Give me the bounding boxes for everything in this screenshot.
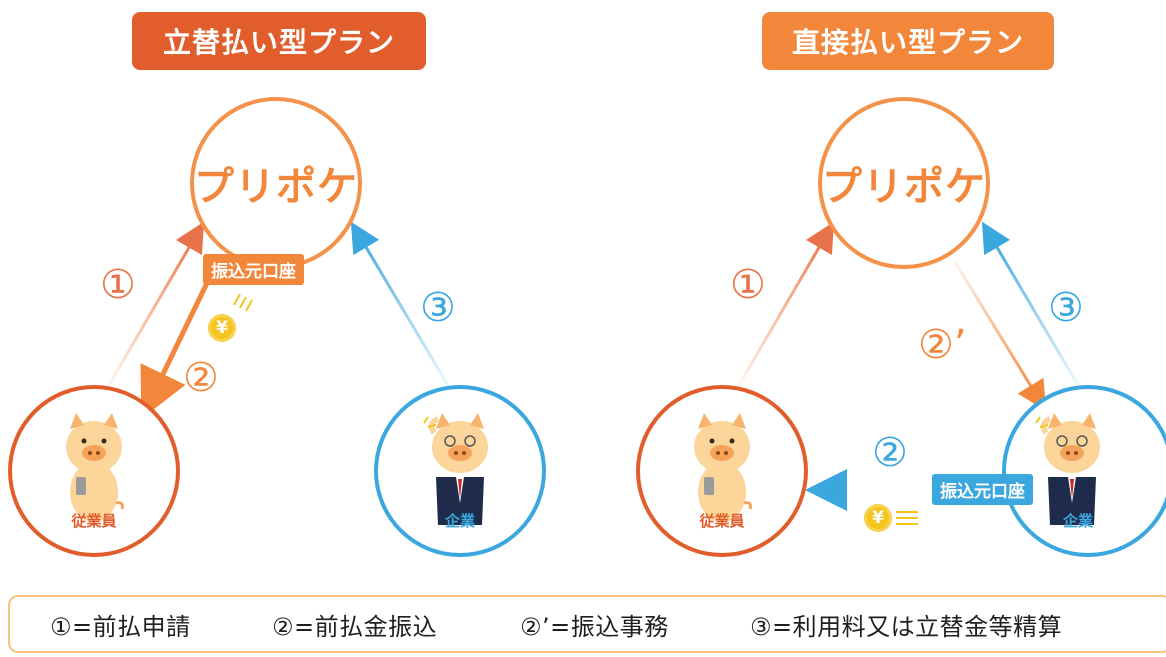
arrow-step3-right: [981, 221, 1084, 393]
company-label: 企業: [444, 512, 475, 530]
step-number-2-right: ②: [872, 430, 908, 476]
pripoke-node-right: プリポケ: [818, 97, 990, 269]
transfer-account-tag-left: 振込元口座: [203, 254, 304, 285]
company-pig-icon: [423, 413, 488, 525]
pripoke-node-left: プリポケ: [190, 97, 362, 269]
plan-title-direct-payment: 直接払い型プラン: [762, 12, 1054, 70]
company-pig-icon: [1034, 413, 1100, 525]
step-number-2-left: ②: [183, 355, 219, 401]
legend-item-3: ③=利用料又は立替金等精算: [750, 612, 1063, 641]
legend-item-2prime: ②’=振込事務: [520, 612, 669, 641]
company-label: 企業: [1062, 512, 1093, 530]
pripoke-logo-text: プリポケ: [822, 164, 986, 210]
employee-pig-icon: [694, 413, 752, 522]
arrow-step1-right: [733, 221, 835, 393]
step-number-3-right: ③: [1048, 285, 1084, 331]
legend-box: ①=前払申請 ②=前払金振込 ②’=振込事務 ③=利用料又は立替金等精算: [8, 595, 1166, 653]
arrow-step3-left: [350, 221, 454, 393]
company-node-left: 企業: [374, 385, 546, 557]
arrow-step2prime-right: [953, 261, 1047, 412]
employee-label: 従業員: [71, 512, 117, 530]
yen-coin-icon: ¥: [864, 504, 892, 532]
employee-pig-icon: [66, 413, 124, 522]
pripoke-logo-text: プリポケ: [194, 164, 358, 210]
employee-label: 従業員: [699, 512, 745, 530]
employee-node-right: 従業員: [636, 385, 808, 557]
legend-item-1: ①=前払申請: [50, 612, 191, 641]
employee-node-left: 従業員: [8, 385, 180, 557]
plan-title-reimbursement: 立替払い型プラン: [132, 12, 426, 70]
step-number-1-left: ①: [100, 262, 136, 308]
yen-coin-icon: ¥: [208, 314, 236, 342]
company-node-right: 企業: [1002, 385, 1166, 557]
step-number-1-right: ①: [730, 262, 766, 308]
arrow-step1-left: [103, 221, 205, 393]
step-number-3-left: ③: [420, 285, 456, 331]
step-number-2prime-right: ②’: [918, 322, 967, 368]
legend-item-2: ②=前払金振込: [272, 612, 438, 641]
transfer-account-tag-right: 振込元口座: [932, 474, 1033, 505]
arrow-step2-left: [140, 281, 210, 420]
